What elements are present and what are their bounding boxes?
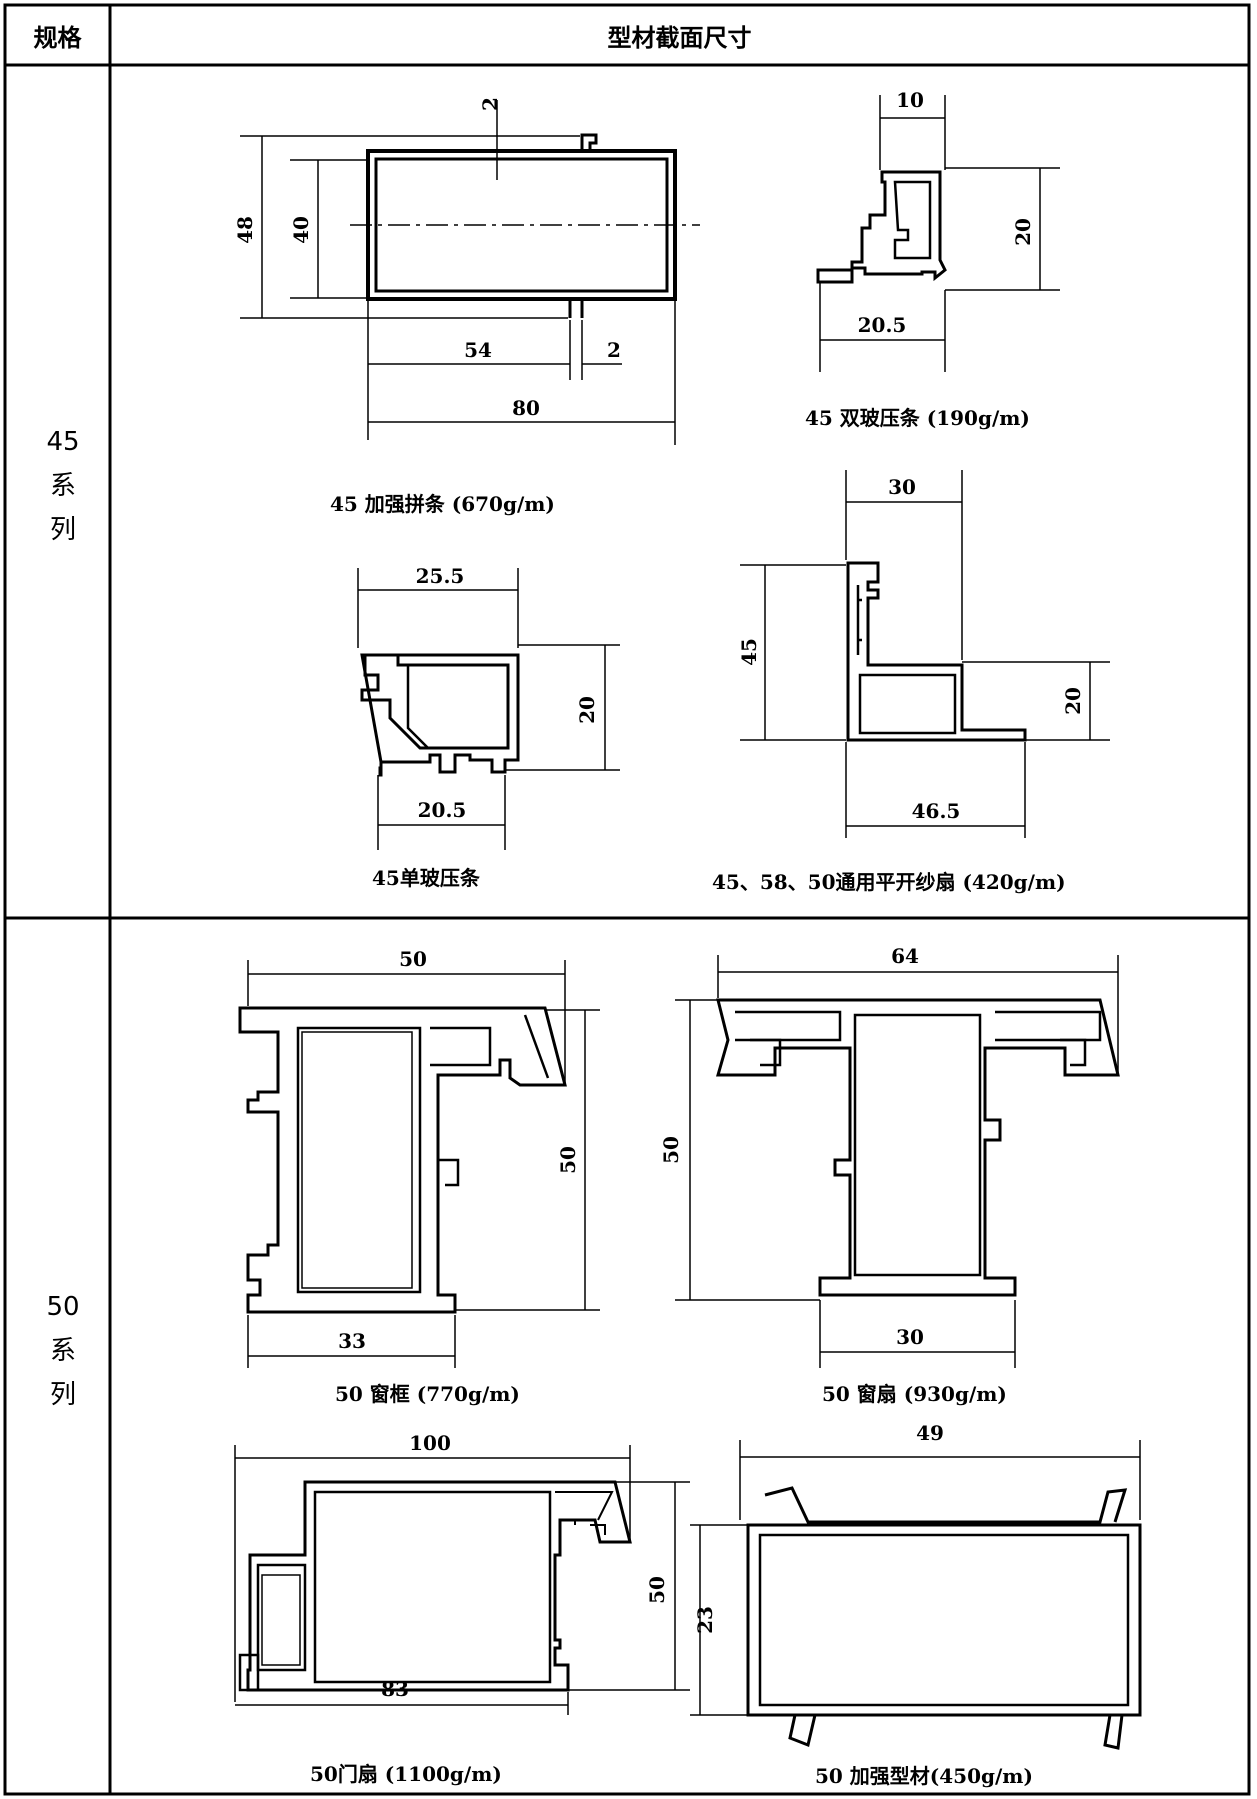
series-50-char2: 列 <box>49 1380 76 1410</box>
caption-45-screen: 45、58、50通用平开纱扇 (420g/m) <box>712 870 1066 894</box>
header-spec: 规格 <box>33 24 82 52</box>
series-50-label: 50 系 列 <box>38 1285 88 1417</box>
profile-45-double-dims: 10 20 20.5 <box>858 88 1035 337</box>
dim-label: 45 <box>737 638 761 666</box>
dim-label: 2 <box>478 97 502 111</box>
profile-50-sash-drawing <box>675 955 1120 1368</box>
dim-label: 20 <box>575 696 599 724</box>
profile-50-door-drawing <box>234 1445 690 1715</box>
dim-label: 50 <box>659 1136 683 1164</box>
header-dimensions: 型材截面尺寸 <box>607 24 752 52</box>
profile-45-reinforce-drawing <box>240 100 700 445</box>
dim-label: 48 <box>233 216 257 244</box>
profile-45-screen-dims: 30 45 20 46.5 <box>737 475 1085 823</box>
dim-label: 20.5 <box>858 313 907 337</box>
series-45-label: 45 系 列 <box>38 420 88 552</box>
profile-45-single-drawing <box>357 568 620 850</box>
profile-50-frame-drawing <box>238 960 600 1368</box>
dim-label: 50 <box>399 947 427 971</box>
dim-label: 80 <box>512 396 540 420</box>
dim-label: 20.5 <box>418 798 467 822</box>
dim-label: 10 <box>896 88 924 112</box>
dim-label: 54 <box>464 338 492 362</box>
dim-label: 50 <box>556 1146 580 1174</box>
profile-50-sash-dims: 64 50 30 <box>659 944 924 1349</box>
series-45-char1: 系 <box>49 471 76 501</box>
caption-45-single: 45单玻压条 <box>372 866 480 890</box>
profile-50-reinforce-dims: 49 23 <box>693 1421 944 1634</box>
caption-45-reinforce: 45 加强拼条 (670g/m) <box>330 492 555 516</box>
dim-label: 30 <box>896 1325 924 1349</box>
dim-label: 20 <box>1061 687 1085 715</box>
caption-50-sash: 50 窗扇 (930g/m) <box>822 1382 1007 1406</box>
dim-label: 2 <box>607 338 621 362</box>
profile-50-frame-dims: 50 50 33 <box>338 947 580 1353</box>
dim-label: 64 <box>891 944 919 968</box>
dim-label: 20 <box>1011 218 1035 246</box>
dim-label: 100 <box>409 1431 451 1455</box>
profile-50-reinforce-drawing <box>690 1440 1142 1750</box>
series-45-num: 45 <box>46 427 80 457</box>
caption-50-door: 50门扇 (1100g/m) <box>310 1762 502 1786</box>
dim-label: 30 <box>888 475 916 499</box>
caption-50-reinforce: 50 加强型材(450g/m) <box>815 1764 1033 1788</box>
profile-45-screen-drawing <box>740 470 1110 838</box>
profile-50-door-dims: 100 50 83 <box>381 1431 669 1701</box>
dim-label: 83 <box>381 1677 409 1701</box>
dim-label: 33 <box>338 1329 366 1353</box>
profile-45-double-drawing <box>816 95 1060 372</box>
table-grid <box>3 3 1251 1796</box>
dim-label: 49 <box>916 1421 944 1445</box>
dim-label: 23 <box>693 1606 717 1634</box>
profile-45-single-dims: 25.5 20 20.5 <box>416 564 599 822</box>
profile-45-reinforce-dims: 2 48 40 54 2 80 <box>233 97 621 420</box>
caption-45-double: 45 双玻压条 (190g/m) <box>805 406 1030 430</box>
dim-label: 25.5 <box>416 564 465 588</box>
dim-label: 40 <box>289 216 313 244</box>
series-45-char2: 列 <box>49 515 76 545</box>
series-50-char1: 系 <box>49 1336 76 1366</box>
caption-50-frame: 50 窗框 (770g/m) <box>335 1382 520 1406</box>
series-50-num: 50 <box>46 1292 80 1322</box>
dim-label: 46.5 <box>912 799 961 823</box>
dim-label: 50 <box>645 1576 669 1604</box>
